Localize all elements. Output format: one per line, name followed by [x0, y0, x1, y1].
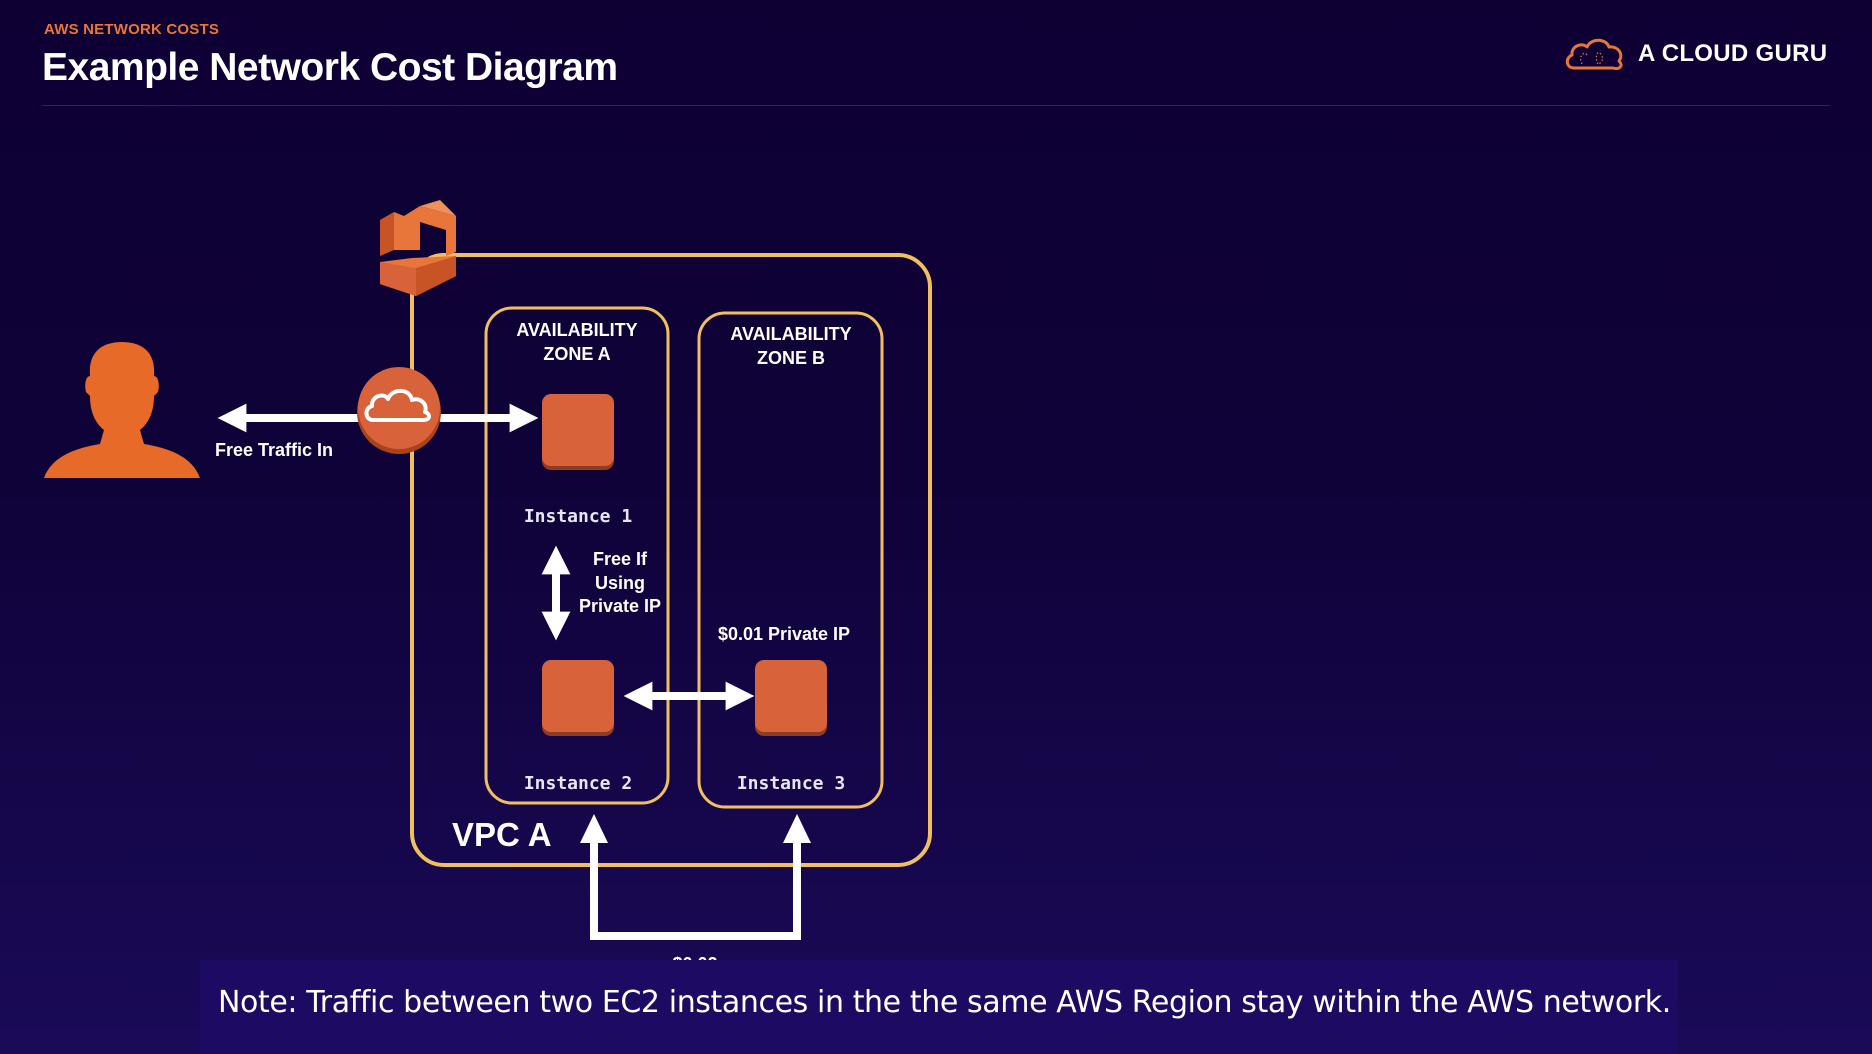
arrow-head-instance-2 [580, 814, 608, 843]
caption-note: Note: Traffic between two EC2 instances … [218, 985, 1671, 1020]
free-if-label-line3: Private IP [579, 596, 661, 616]
instance-1[interactable] [542, 394, 614, 470]
brand-name: A CLOUD GURU [1638, 40, 1828, 67]
zone-a-label-line1: AVAILABILITY [516, 320, 637, 340]
cross-az-cost-label: $0.01 Private IP [718, 624, 850, 644]
availability-zone-b [697, 311, 884, 809]
page-title: Example Network Cost Diagram [42, 46, 618, 89]
instance-3-label: Instance 3 [737, 773, 845, 794]
vpc-boundary [410, 253, 932, 867]
zone-a-label-line2: ZONE A [543, 344, 610, 364]
user-silhouette-icon [44, 342, 200, 478]
section-kicker: AWS NETWORK COSTS [44, 21, 220, 38]
caption-band [200, 960, 1678, 1054]
instance-2-label: Instance 2 [524, 773, 632, 794]
brand-logo: A CLOUD GURU [1564, 34, 1827, 74]
arrow-cross-region [590, 832, 801, 940]
cloud-logo-icon [1565, 38, 1623, 70]
arrow-head-instance-3 [783, 814, 811, 843]
free-if-label-line2: Using [595, 573, 645, 593]
instance-1-label: Instance 1 [524, 506, 632, 527]
free-if-label-line1: Free If [593, 549, 648, 569]
instance-2[interactable] [542, 660, 614, 736]
zone-b-label-line1: AVAILABILITY [730, 324, 851, 344]
aws-region-icon [380, 200, 456, 296]
internet-gateway-cloud-icon [357, 367, 441, 454]
zone-b-label-line2: ZONE B [757, 348, 825, 368]
vpc-label: VPC A [452, 816, 552, 853]
availability-zone-a [484, 306, 670, 805]
free-traffic-in-label: Free Traffic In [215, 440, 333, 460]
instance-3[interactable] [755, 660, 827, 736]
header-divider [42, 105, 1830, 106]
